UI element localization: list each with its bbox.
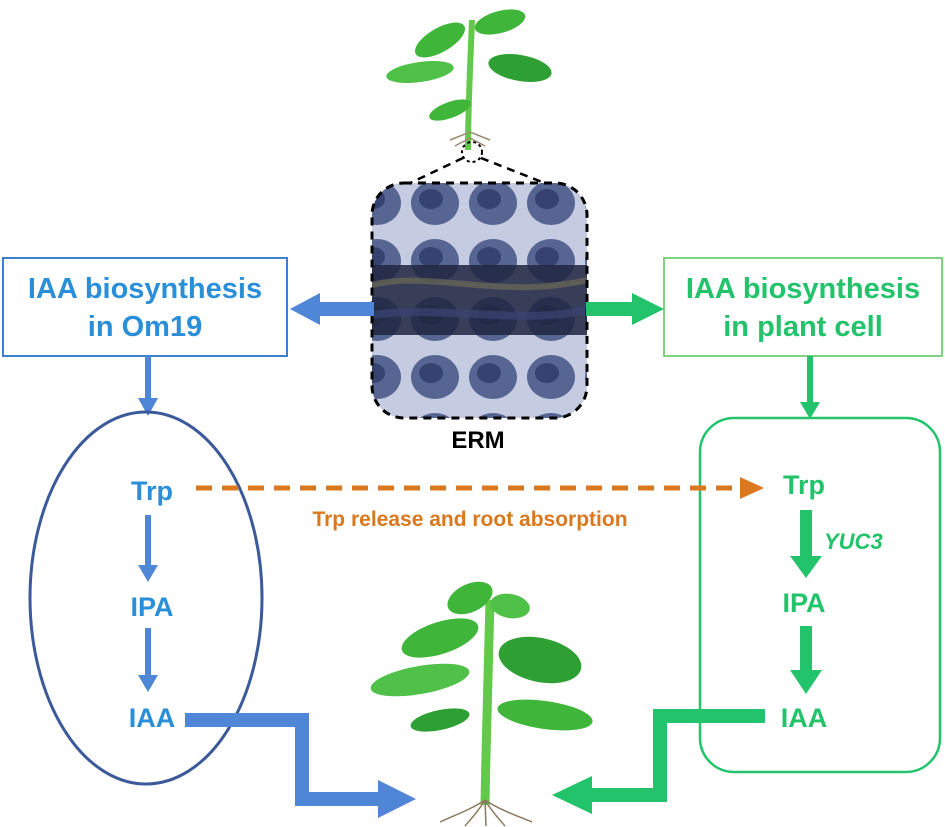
left-node-iaa: IAA xyxy=(129,703,176,733)
right-node-trp: Trp xyxy=(783,470,825,500)
left-title-line2: in Om19 xyxy=(88,311,202,343)
arrow-left-iaa-to-plant xyxy=(185,713,416,818)
plant-cell-pathway: Trp YUC3 IPA IAA xyxy=(698,356,942,774)
left-title-box: IAA biosynthesis in Om19 xyxy=(2,257,288,357)
right-title-box: IAA biosynthesis in plant cell xyxy=(663,257,943,357)
right-node-iaa: IAA xyxy=(781,703,828,733)
arrow-to-right-box xyxy=(586,293,664,325)
arrow-right-iaa-to-plant xyxy=(552,709,765,814)
right-title-line1: IAA biosynthesis xyxy=(686,273,920,305)
right-title-line2: in plant cell xyxy=(723,311,883,343)
grown-plant-icon xyxy=(370,581,593,827)
enzyme-yuc3-label: YUC3 xyxy=(824,529,883,554)
zoom-circle xyxy=(461,141,483,163)
erm-micrograph xyxy=(370,181,589,420)
trp-transfer-label: Trp release and root absorption xyxy=(312,508,627,531)
left-node-ipa: IPA xyxy=(130,592,173,622)
trp-transfer-arrow xyxy=(196,477,764,499)
left-title-line1: IAA biosynthesis xyxy=(28,273,262,305)
erm-label: ERM xyxy=(451,427,504,454)
left-node-trp: Trp xyxy=(131,476,173,506)
plant-cell-box xyxy=(698,416,942,774)
right-node-ipa: IPA xyxy=(782,588,825,618)
top-seedling-icon xyxy=(386,9,552,163)
om19-cell-ellipse xyxy=(28,410,264,786)
om19-pathway: Trp IPA IAA xyxy=(28,356,264,786)
arrow-to-left-box xyxy=(290,293,374,325)
